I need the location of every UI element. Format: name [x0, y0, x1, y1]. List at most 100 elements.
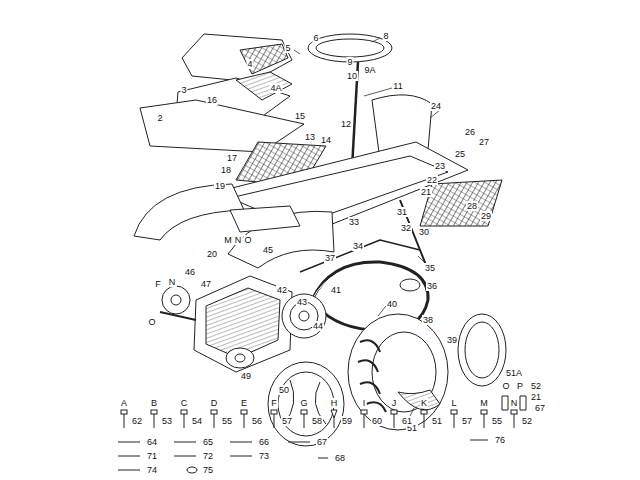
hardware-letter: J [391, 398, 398, 408]
callout-number: 37 [324, 253, 336, 263]
callout-number: 5 [284, 43, 291, 53]
hardware-letter: B [150, 398, 158, 408]
callout-number: 39 [446, 335, 458, 345]
callout-number: 60 [371, 416, 383, 426]
callout-number: 68 [334, 453, 346, 463]
hardware-letter: K [420, 398, 428, 408]
callout-number: 28 [466, 201, 478, 211]
callout-number: 21 [420, 187, 432, 197]
callout-number: 71 [146, 451, 158, 461]
callout-number: 52 [530, 381, 542, 391]
hardware-letter: I [362, 398, 367, 408]
callout-number: 12 [340, 119, 352, 129]
hardware-letter: A [120, 398, 128, 408]
bolt [520, 396, 526, 410]
hardware-letter: M [223, 235, 233, 245]
callout-number: 61 [401, 416, 413, 426]
callout-number: 65 [202, 437, 214, 447]
transaxle [194, 276, 292, 372]
callout-number: 3 [180, 85, 187, 95]
callout-number: 35 [424, 263, 436, 273]
callout-number: 55 [221, 416, 233, 426]
callout-number: 6 [312, 33, 319, 43]
callout-number: 34 [352, 241, 364, 251]
hardware-letter: C [180, 398, 189, 408]
pulley-hub [299, 311, 309, 321]
bolt [502, 396, 508, 410]
callout-number: 18 [220, 165, 232, 175]
seat-cushion [240, 44, 288, 74]
callout-number: 57 [461, 416, 473, 426]
transaxle-case [206, 288, 280, 358]
hub-cap [458, 314, 506, 386]
callout-number: 32 [400, 223, 412, 233]
tire-tread [358, 340, 386, 412]
hub-center [171, 295, 181, 305]
callout-number: 25 [454, 149, 466, 159]
callout-number: 9 [346, 57, 353, 67]
hardware-letter: E [240, 398, 248, 408]
tire-bead [372, 332, 436, 412]
callout-number: 44 [312, 321, 324, 331]
callout-number: 64 [146, 437, 158, 447]
callout-number: 53 [161, 416, 173, 426]
callout-number: 26 [464, 127, 476, 137]
callout-number: 56 [251, 416, 263, 426]
callout-number: 66 [258, 437, 270, 447]
callout-number: 67 [316, 437, 328, 447]
callout-number: 57 [281, 416, 293, 426]
hardware-letter: O [243, 235, 252, 245]
callout-number: 33 [348, 217, 360, 227]
hub [162, 286, 190, 314]
steering-wheel-inner [316, 39, 384, 57]
battery [236, 72, 292, 100]
hardware-letter: D [210, 398, 219, 408]
frame [200, 142, 468, 240]
callout-number: 73 [258, 451, 270, 461]
callout-number: 47 [200, 279, 212, 289]
callout-number: 45 [262, 245, 274, 255]
wheel-hub [226, 348, 254, 368]
callout-number: 30 [418, 227, 430, 237]
idler [400, 279, 420, 291]
hardware-letter: F [270, 398, 278, 408]
callout-number: 75 [202, 465, 214, 475]
tire [348, 314, 448, 430]
callout-number: 8 [382, 31, 389, 41]
callout-number: 50 [278, 385, 290, 395]
callout-number: 9A [363, 65, 376, 75]
callout-number: 22 [426, 175, 438, 185]
callout-number: 4 [246, 59, 253, 69]
callout-number: 67 [534, 403, 546, 413]
callout-number: 76 [494, 435, 506, 445]
callout-number: 51A [505, 368, 523, 378]
plate [230, 206, 300, 232]
callout-number: 43 [296, 297, 308, 307]
leader-lines [294, 38, 440, 424]
hardware-letter: G [299, 398, 308, 408]
callout-number: 55 [491, 416, 503, 426]
hardware-letter: F [154, 279, 162, 289]
callout-number: 46 [184, 267, 196, 277]
callout-number: 59 [341, 416, 353, 426]
hardware-letter: H [330, 398, 339, 408]
axle [160, 312, 196, 320]
callout-number: 29 [480, 211, 492, 221]
hardware-letter: N [234, 235, 243, 245]
callout-number: 72 [202, 451, 214, 461]
footrest [420, 180, 502, 226]
hardware-letter: O [501, 381, 510, 391]
callout-number: 49 [240, 371, 252, 381]
callout-number: 36 [426, 281, 438, 291]
callout-number: 20 [206, 249, 218, 259]
callout-number: 27 [478, 137, 490, 147]
callout-number: 40 [386, 299, 398, 309]
pulley [282, 294, 326, 338]
callout-number: 38 [422, 315, 434, 325]
callout-number: 11 [392, 81, 403, 91]
callout-number: 17 [226, 153, 238, 163]
hardware-letter: O [147, 317, 156, 327]
callout-number: 2 [156, 113, 163, 123]
hardware-letter: N [510, 398, 519, 408]
